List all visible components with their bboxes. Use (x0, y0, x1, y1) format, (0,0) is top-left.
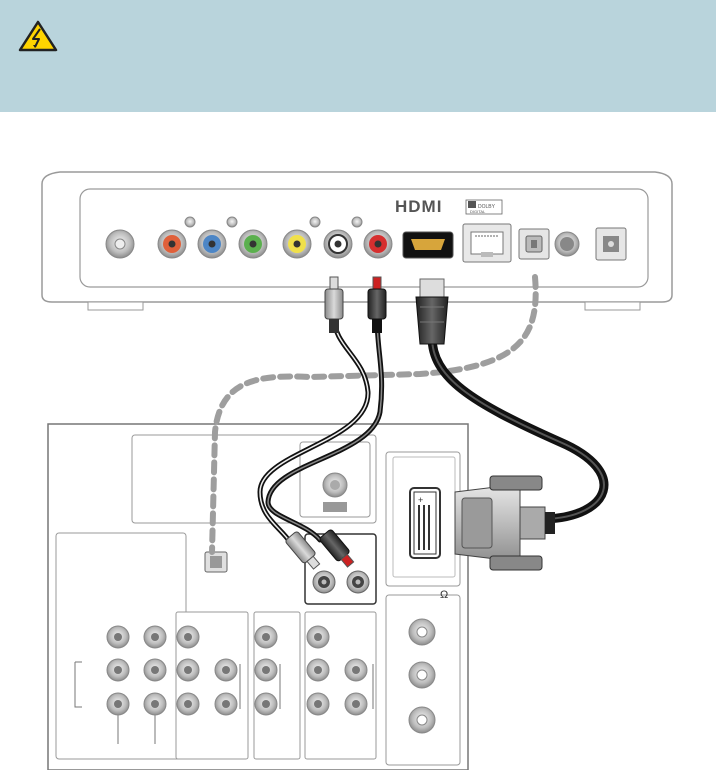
tv-audio-left-port[interactable] (313, 571, 335, 593)
rca-jack[interactable] (255, 693, 277, 715)
set-top-box: HDMI DOLBY DIGITAL (42, 172, 672, 310)
ethernet-port[interactable] (463, 224, 511, 262)
rf-coax-port-3[interactable] (409, 707, 435, 733)
power-port[interactable] (596, 228, 626, 260)
dvi-port[interactable]: + (410, 488, 440, 558)
omega-label: Ω (440, 589, 448, 601)
tv-back-panel: + (48, 424, 468, 770)
component-y-port[interactable] (239, 230, 267, 258)
screw-icon (352, 217, 362, 227)
rca-jack[interactable] (307, 659, 329, 681)
audio-right-port[interactable] (364, 230, 392, 258)
rca-jack[interactable] (107, 693, 129, 715)
antenna-port[interactable] (323, 473, 347, 497)
rca-jack[interactable] (144, 626, 166, 648)
rca-jack[interactable] (215, 693, 237, 715)
hdmi-plug (416, 279, 448, 344)
rca-jack[interactable] (177, 693, 199, 715)
round-port[interactable] (555, 232, 579, 256)
rca-jack[interactable] (345, 659, 367, 681)
hdmi-logo: HDMI (395, 197, 442, 216)
rca-jack[interactable] (144, 693, 166, 715)
rf-coax-port-1[interactable] (409, 619, 435, 645)
screw-icon (227, 217, 237, 227)
rca-jack[interactable] (215, 659, 237, 681)
rca-jack[interactable] (307, 626, 329, 648)
screw-icon (185, 217, 195, 227)
optical-audio-port[interactable] (519, 229, 549, 259)
rca-jack[interactable] (255, 626, 277, 648)
coax-port[interactable] (106, 230, 134, 258)
dolby-sub: DIGITAL (470, 209, 486, 214)
composite-video-port[interactable] (283, 230, 311, 258)
warning-banner (0, 0, 716, 112)
warning-electric-icon (18, 20, 58, 52)
component-pr-port[interactable] (158, 230, 186, 258)
rca-jack[interactable] (345, 693, 367, 715)
rca-jack[interactable] (255, 659, 277, 681)
connection-diagram: HDMI DOLBY DIGITAL (0, 112, 716, 770)
tv-audio-right-port[interactable] (347, 571, 369, 593)
dvi-plug (455, 476, 555, 570)
screw-icon (310, 217, 320, 227)
tv-optical-port[interactable] (205, 552, 227, 572)
rca-jack[interactable] (144, 659, 166, 681)
rca-jack[interactable] (307, 693, 329, 715)
component-pb-port[interactable] (198, 230, 226, 258)
rf-coax-port-2[interactable] (409, 662, 435, 688)
rca-jack[interactable] (107, 659, 129, 681)
rca-jack[interactable] (177, 659, 199, 681)
rca-jack[interactable] (177, 626, 199, 648)
svg-text:+: + (418, 495, 423, 505)
hdmi-port[interactable] (403, 232, 453, 258)
rca-jack[interactable] (107, 626, 129, 648)
audio-left-port[interactable] (324, 230, 352, 258)
